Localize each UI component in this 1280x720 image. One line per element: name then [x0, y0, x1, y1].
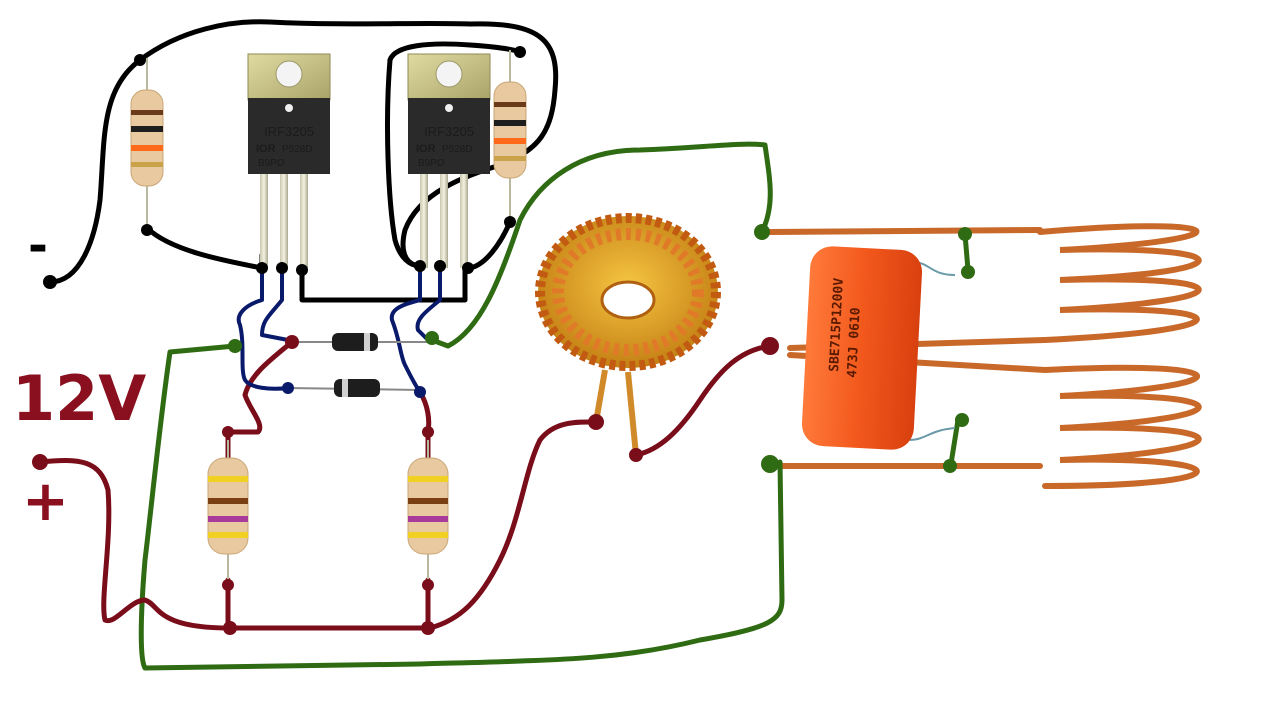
mounting-hole-icon — [275, 60, 303, 88]
mosfet-right-lot: B9PO — [418, 158, 445, 169]
toroid-inductor — [535, 213, 721, 456]
resistor-bottom-right — [407, 440, 449, 585]
capacitor-marking-1: SBE715P1200V — [827, 277, 847, 372]
mosfet-right-maker: IOR — [416, 143, 436, 155]
capacitor: SBE715P1200V 473J 0610 — [801, 246, 956, 450]
diode-bottom — [287, 379, 421, 397]
blue-wires — [236, 266, 442, 394]
mounting-hole-icon — [435, 60, 463, 88]
mosfet-left: IRF3205 IOR P528D B9PO — [247, 53, 331, 268]
junction-dots — [32, 46, 975, 635]
mosfet-left-maker: IOR — [256, 143, 276, 155]
resistor-top-right — [493, 50, 527, 222]
mosfet-left-code: P528D — [282, 144, 313, 155]
capacitor-marking-2: 473J 0610 — [845, 307, 864, 378]
resistor-top-left — [130, 58, 164, 232]
voltage-label: 12V — [12, 362, 146, 435]
positive-label: + — [22, 469, 69, 534]
negative-label: - — [28, 218, 48, 274]
mosfet-right-code: P528D — [442, 144, 473, 155]
mosfet-left-part: IRF3205 — [264, 124, 314, 139]
diode-top — [292, 333, 432, 351]
resistor-bottom-left — [207, 440, 249, 585]
mosfet-right: IRF3205 IOR P528D B9PO — [407, 53, 491, 268]
mosfet-left-lot: B9PO — [258, 158, 285, 169]
mosfet-right-part: IRF3205 — [424, 124, 474, 139]
red-wires — [37, 339, 773, 631]
